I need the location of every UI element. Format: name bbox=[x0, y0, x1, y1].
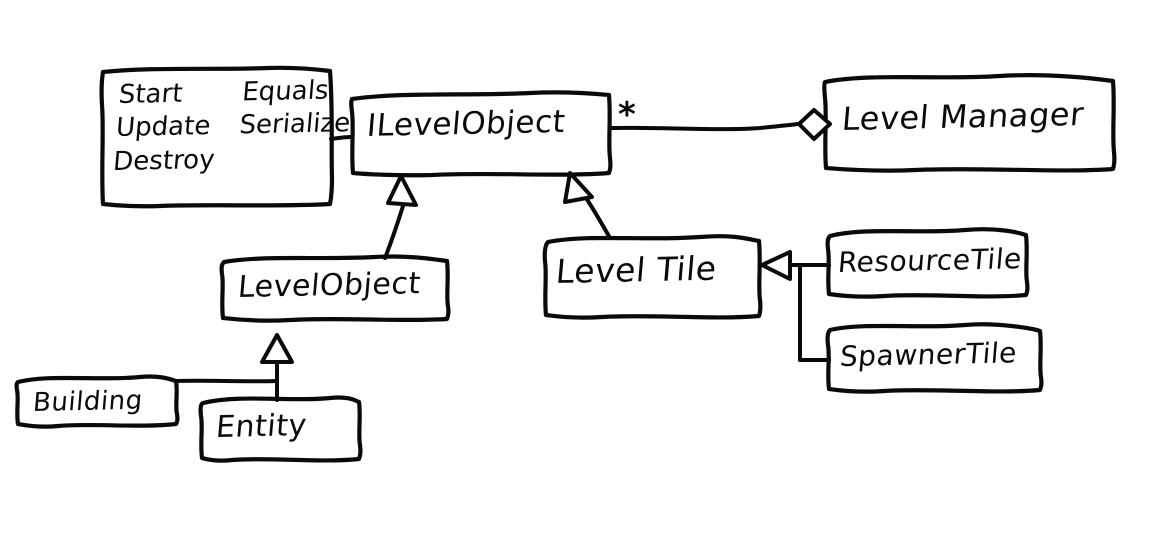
entity-box-outline[interactable] bbox=[198, 395, 363, 463]
resourcetile-box-outline[interactable] bbox=[825, 227, 1030, 299]
generalization-arrowhead-levelobject-children bbox=[260, 333, 294, 364]
method-start: Start bbox=[117, 78, 184, 111]
connector-leveltile-to-ilevelobject bbox=[584, 196, 612, 240]
aggregation-diamond-levelmanager bbox=[797, 108, 832, 141]
connector-ilevelobject-to-levelmanager bbox=[610, 122, 800, 132]
levelobject-box-outline[interactable] bbox=[219, 254, 451, 323]
leveltile-box-outline[interactable] bbox=[542, 234, 763, 320]
generalization-arrowhead-leveltile bbox=[563, 171, 594, 204]
leveltile-label: Level Tile bbox=[554, 248, 719, 291]
multiplicity-star: * bbox=[618, 95, 636, 135]
levelmanager-box-outline[interactable] bbox=[822, 73, 1117, 173]
levelmanager-label: Level Manager bbox=[840, 94, 1086, 138]
resourcetile-label: ResourceTile bbox=[836, 242, 1024, 279]
connector-levelobject-to-ilevelobject bbox=[383, 204, 405, 260]
ilevelobject-label: ILevelObject bbox=[365, 103, 567, 144]
method-destroy: Destroy bbox=[111, 144, 216, 177]
building-box-outline[interactable] bbox=[14, 374, 180, 429]
building-label: Building bbox=[31, 385, 144, 418]
connector-methods-to-ilevelobject bbox=[329, 135, 354, 141]
method-update: Update bbox=[114, 111, 212, 144]
methods-box-text: Start Equals Update Serialize Destroy bbox=[111, 75, 354, 177]
method-empty bbox=[235, 144, 348, 174]
connector-building-to-entity-trunk bbox=[174, 378, 279, 384]
method-serialize: Serialize bbox=[238, 108, 352, 141]
entity-label: Entity bbox=[214, 408, 309, 445]
method-equals: Equals bbox=[241, 75, 330, 108]
levelobject-label: LevelObject bbox=[236, 266, 423, 305]
spawnertile-label: SpawnerTile bbox=[838, 336, 1019, 373]
generalization-arrowhead-levelobject bbox=[386, 174, 418, 207]
spawnertile-box-outline[interactable] bbox=[825, 322, 1044, 394]
ilevelobject-box-outline[interactable] bbox=[349, 90, 613, 178]
generalization-arrowhead-leveltile-children bbox=[760, 250, 792, 281]
methods-box-outline[interactable] bbox=[99, 65, 335, 209]
